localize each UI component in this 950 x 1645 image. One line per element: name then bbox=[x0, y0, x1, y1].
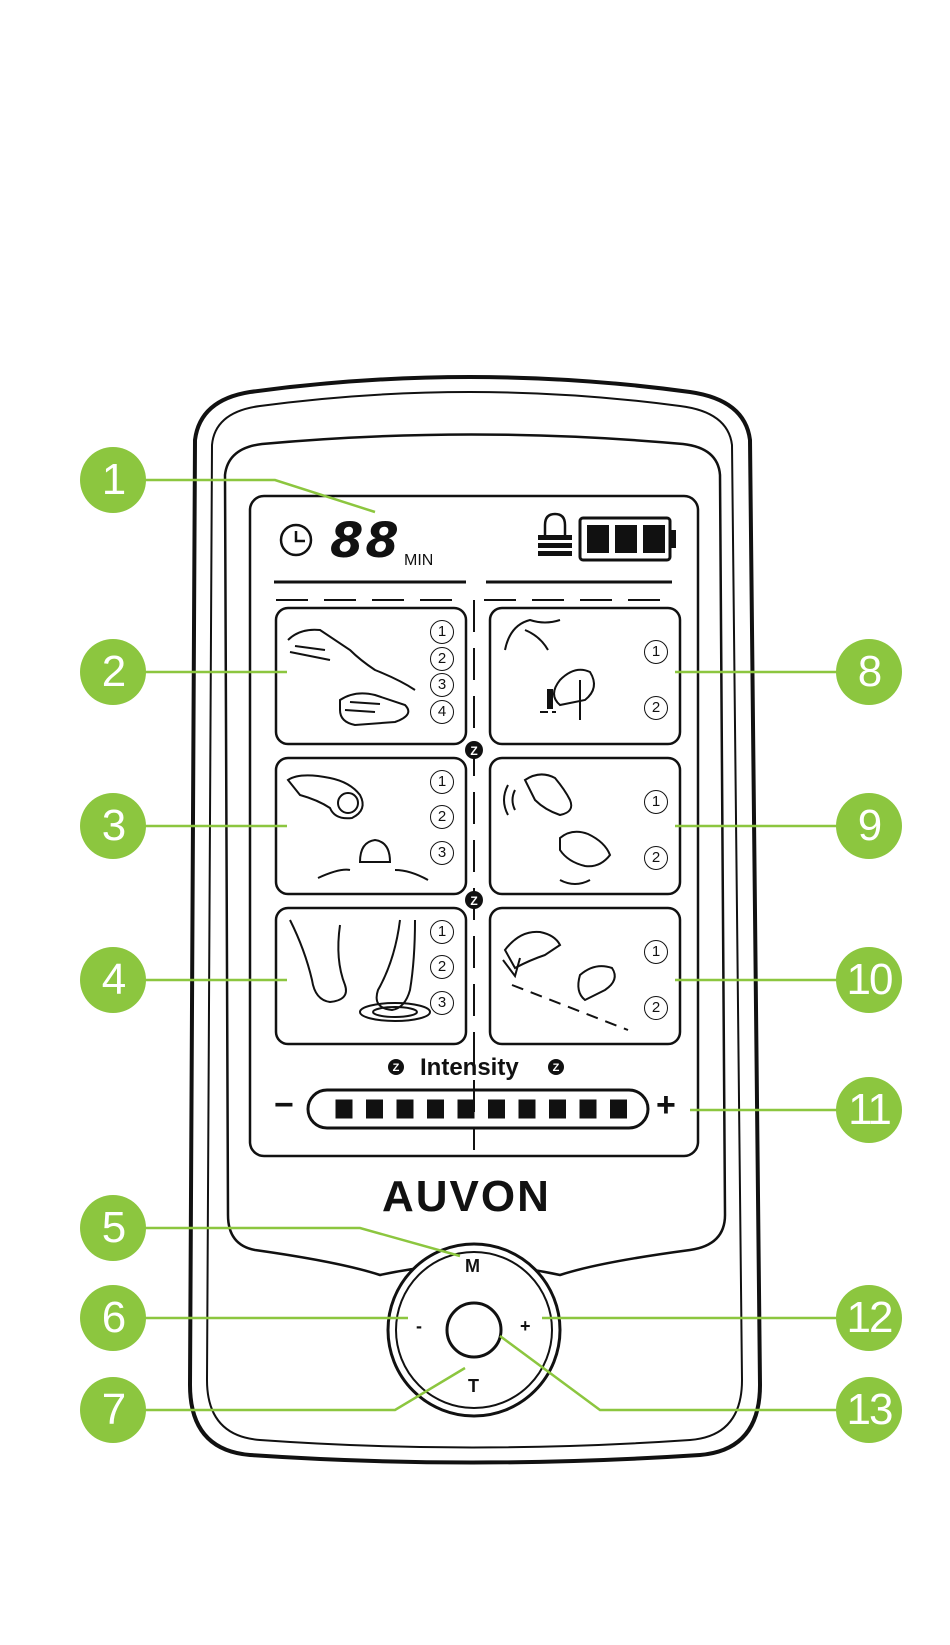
link-icon-2: Z bbox=[465, 891, 483, 909]
mode-option-number: 3 bbox=[430, 841, 454, 865]
callout-12: 12 bbox=[836, 1285, 902, 1351]
timer-digits: 88 bbox=[330, 513, 401, 569]
brand-logo: AUVON bbox=[382, 1172, 551, 1222]
callout-9: 9 bbox=[836, 793, 902, 859]
intensity-minus: − bbox=[274, 1086, 294, 1125]
callout-11: 11 bbox=[836, 1077, 902, 1143]
power-button bbox=[447, 1303, 501, 1357]
intensity-segment bbox=[428, 1100, 444, 1118]
callout-6: 6 bbox=[80, 1285, 146, 1351]
mode-option-number: 1 bbox=[644, 640, 668, 664]
mode-button[interactable]: M bbox=[465, 1256, 480, 1277]
callout-13: 13 bbox=[836, 1377, 902, 1443]
intensity-plus: + bbox=[656, 1086, 676, 1125]
battery-bar bbox=[587, 525, 609, 553]
mode-option-number: 1 bbox=[430, 620, 454, 644]
intensity-label: Intensity bbox=[420, 1054, 519, 1082]
callout-10: 10 bbox=[836, 947, 902, 1013]
intensity-segment bbox=[489, 1100, 505, 1118]
battery-bar bbox=[615, 525, 637, 553]
intensity-segment bbox=[336, 1100, 352, 1118]
intensity-segment bbox=[611, 1100, 627, 1118]
intensity-segment bbox=[397, 1100, 413, 1118]
svg-text:Z: Z bbox=[470, 894, 477, 908]
intensity-segment bbox=[519, 1100, 535, 1118]
intensity-segment bbox=[458, 1100, 474, 1118]
link-icon-1: Z bbox=[465, 741, 483, 759]
mode-option-number: 1 bbox=[430, 920, 454, 944]
mode-option-number: 2 bbox=[644, 696, 668, 720]
mode-option-number: 2 bbox=[644, 846, 668, 870]
callout-5: 5 bbox=[80, 1195, 146, 1261]
plus-button[interactable]: + bbox=[520, 1316, 531, 1337]
timer-unit: MIN bbox=[404, 552, 433, 570]
callout-2: 2 bbox=[80, 639, 146, 705]
link-icon-3: Z bbox=[388, 1059, 404, 1075]
intensity-segment bbox=[550, 1100, 566, 1118]
battery-bar bbox=[643, 525, 665, 553]
timer-button[interactable]: T bbox=[468, 1376, 479, 1397]
svg-text:Z: Z bbox=[470, 744, 477, 758]
callout-7: 7 bbox=[80, 1377, 146, 1443]
callout-8: 8 bbox=[836, 639, 902, 705]
mode-option-number: 4 bbox=[430, 700, 454, 724]
mode-option-number: 2 bbox=[430, 647, 454, 671]
mode-option-number: 2 bbox=[644, 996, 668, 1020]
intensity-segment bbox=[580, 1100, 596, 1118]
intensity-segment bbox=[367, 1100, 383, 1118]
callout-1: 1 bbox=[80, 447, 146, 513]
mode-option-number: 3 bbox=[430, 991, 454, 1015]
mode-option-number: 3 bbox=[430, 673, 454, 697]
mode-option-number: 1 bbox=[644, 940, 668, 964]
callout-4: 4 bbox=[80, 947, 146, 1013]
mode-option-number: 1 bbox=[430, 770, 454, 794]
svg-text:Z: Z bbox=[393, 1062, 400, 1074]
minus-button[interactable]: - bbox=[416, 1316, 422, 1337]
mode-option-number: 1 bbox=[644, 790, 668, 814]
svg-text:Z: Z bbox=[553, 1062, 560, 1074]
callout-3: 3 bbox=[80, 793, 146, 859]
link-icon-4: Z bbox=[548, 1059, 564, 1075]
